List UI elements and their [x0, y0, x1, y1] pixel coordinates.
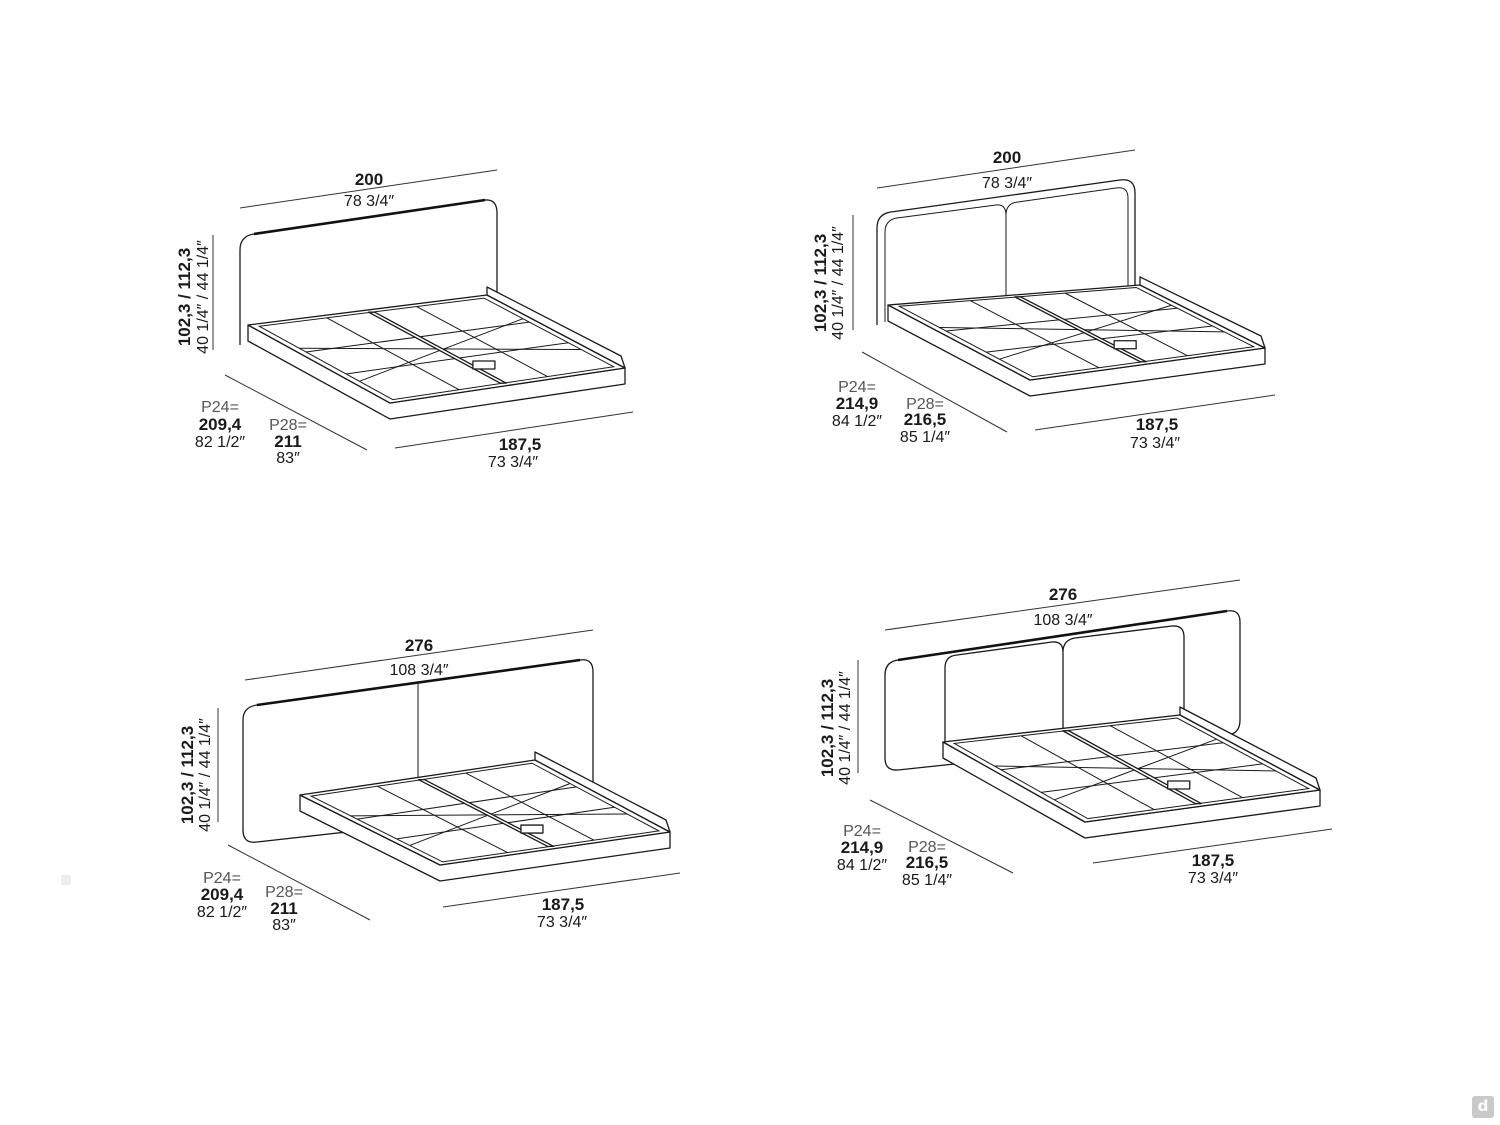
- p24-label: P24=: [838, 379, 876, 396]
- width-in: 108 3/4″: [389, 662, 448, 679]
- p28-label: P28=: [906, 396, 944, 413]
- depth-in: 73 3/4″: [488, 454, 538, 471]
- bed-frame: [247, 286, 626, 420]
- height-cm: 102,3 / 112,3: [811, 234, 830, 332]
- p28-cm: 216,5: [904, 410, 947, 429]
- frame-inner-rim: [257, 297, 616, 401]
- center-beam: [1014, 296, 1147, 363]
- slat: [465, 772, 595, 841]
- width-in: 78 3/4″: [982, 175, 1032, 192]
- height-cm: 102,3 / 112,3: [175, 248, 194, 346]
- height-cm: 102,3 / 112,3: [178, 726, 197, 824]
- lift-bracket: [472, 360, 496, 370]
- dimension-lines: [217, 629, 681, 921]
- p28-in: 85 1/4″: [902, 872, 952, 889]
- brand-logo-icon: d: [1472, 1096, 1494, 1118]
- depth-cm: 187,5: [542, 895, 585, 914]
- dimension-lines: [857, 579, 1333, 874]
- p24-cm: 209,4: [201, 885, 244, 904]
- width-cm: 200: [993, 148, 1021, 167]
- slat: [1110, 725, 1243, 799]
- p24-cm: 214,9: [841, 838, 884, 857]
- height-in: 40 1/4″ / 44 1/4″: [830, 226, 847, 340]
- diagram-4: 276 108 3/4″ 102,3 / 112,3 40 1/4″ / 44 …: [818, 579, 1333, 889]
- slat: [1064, 292, 1188, 357]
- p28-label: P28=: [265, 884, 303, 901]
- bed-frame: [299, 751, 671, 882]
- p24-in: 84 1/2″: [832, 413, 882, 430]
- p24-in: 82 1/2″: [197, 904, 247, 921]
- frame-inner-rim: [897, 286, 1256, 378]
- slat: [377, 785, 508, 854]
- slat: [416, 306, 548, 378]
- depth-cm: 187,5: [1192, 851, 1235, 870]
- p28-cm: 216,5: [906, 853, 949, 872]
- frame-inner-rim: [309, 762, 661, 863]
- center-beam: [1062, 730, 1202, 805]
- frame-inner-rim: [952, 717, 1311, 820]
- height-cm: 102,3 / 112,3: [818, 679, 837, 777]
- height-in: 40 1/4″ / 44 1/4″: [837, 671, 854, 785]
- center-beam: [417, 779, 555, 848]
- bed-frame: [942, 706, 1321, 839]
- depth-in: 73 3/4″: [1188, 870, 1238, 887]
- p24-cm: 209,4: [199, 415, 242, 434]
- side-rail: [486, 286, 626, 369]
- slat: [970, 300, 1100, 369]
- diagram-3: 276 108 3/4″ 102,3 / 112,3 40 1/4″ / 44 …: [178, 629, 681, 934]
- width-in: 78 3/4″: [344, 193, 394, 210]
- bed-frame: [887, 276, 1266, 397]
- height-in: 40 1/4″ / 44 1/4″: [197, 718, 214, 832]
- headboard-cushion-left: [944, 641, 1064, 760]
- width-cm: 276: [1049, 585, 1077, 604]
- height-in: 40 1/4″ / 44 1/4″: [195, 240, 212, 354]
- p28-in: 83″: [272, 917, 296, 934]
- depth-cm: 187,5: [499, 435, 542, 454]
- dimension-lines: [852, 149, 1276, 433]
- width-cm: 200: [355, 170, 383, 189]
- side-rail: [534, 751, 671, 833]
- width-cm: 276: [405, 636, 433, 655]
- lift-bracket: [1167, 780, 1191, 790]
- side-rail: [1139, 276, 1266, 349]
- p28-cm: 211: [274, 432, 301, 451]
- slat: [326, 317, 460, 391]
- p28-in: 83″: [276, 450, 300, 467]
- p24-cm: 214,9: [836, 394, 879, 413]
- depth-cm: 187,5: [1136, 415, 1179, 434]
- p28-label: P28=: [269, 417, 307, 434]
- p24-label: P24=: [203, 870, 241, 887]
- width-in: 108 3/4″: [1033, 612, 1092, 629]
- dimension-lines: [212, 169, 634, 451]
- diagram-1: 200 78 3/4″ 102,3 / 112,3 40 1/4″ / 44 1…: [175, 169, 634, 471]
- headboard-cushion-right: [1062, 625, 1185, 735]
- lift-bracket: [1113, 340, 1137, 350]
- slat: [1020, 735, 1155, 811]
- p28-label: P28=: [908, 839, 946, 856]
- depth-in: 73 3/4″: [537, 914, 587, 931]
- p28-cm: 211: [270, 899, 297, 918]
- side-rail: [1179, 706, 1321, 791]
- p24-label: P24=: [843, 823, 881, 840]
- depth-in: 73 3/4″: [1130, 435, 1180, 452]
- p24-in: 84 1/2″: [837, 857, 887, 874]
- small-square-mark: [61, 875, 71, 885]
- p28-in: 85 1/4″: [900, 429, 950, 446]
- p24-label: P24=: [201, 399, 239, 416]
- p24-in: 82 1/2″: [195, 434, 245, 451]
- diagram-2: 200 78 3/4″ 102,3 / 112,3 40 1/4″ / 44 1…: [811, 148, 1276, 452]
- center-beam: [367, 311, 507, 384]
- lift-bracket: [520, 824, 544, 834]
